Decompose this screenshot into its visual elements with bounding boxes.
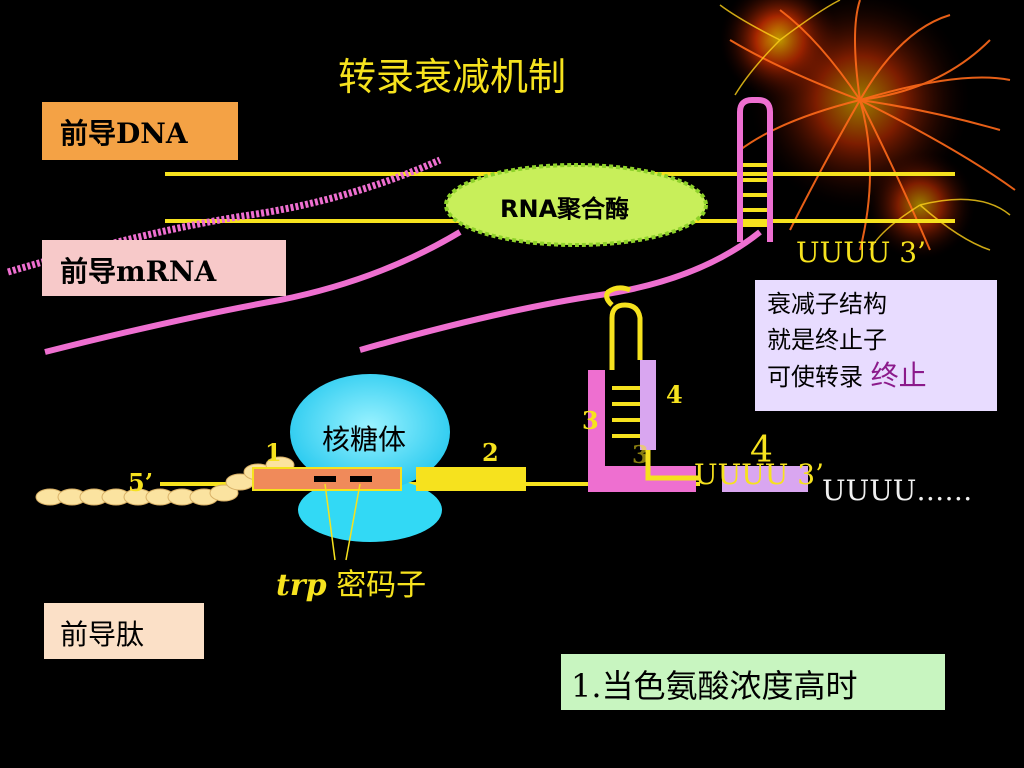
note-highlight: 终止 (870, 359, 927, 392)
region-3-faint-label: 3 (632, 440, 649, 469)
ribosome-large-subunit (290, 374, 450, 490)
uuuu-tail-label: UUUU…… (822, 474, 973, 507)
ribosome-label: 核糖体 (322, 423, 407, 456)
region-1-label: 1 (265, 438, 282, 467)
uuuu-mid-label: UUUU 3’ (694, 458, 825, 491)
leader-dna-label: 前导DNA (42, 102, 238, 160)
attenuator-hairpin-3-4 (588, 285, 808, 492)
codon-text: 密码子 (336, 568, 427, 603)
ribosome-small-subunit (298, 478, 442, 542)
leader-mrna-label: 前导mRNA (42, 240, 286, 296)
note-line-1: 衰减子结构 (767, 290, 887, 318)
terminator-hairpin-top (737, 97, 773, 242)
trp-codon-label: trp 密码子 (276, 560, 426, 604)
slide-title: 转录衰减机制 (338, 55, 567, 99)
trp-codon-marks (314, 476, 372, 561)
region-3-label: 3 (582, 406, 599, 435)
attenuator-note: 衰减子结构 就是终止子 可使转录 终止 (755, 280, 997, 411)
mrna-strand-2 (44, 229, 462, 355)
region-4-label: 4 (666, 380, 683, 409)
note-line-2: 就是终止子 (767, 326, 887, 354)
uuuu-top-label: UUUU 3’ (796, 236, 927, 269)
firework-decoration (719, 0, 1016, 260)
note-line-3-prefix: 可使转录 (767, 363, 863, 391)
region-2-label: 2 (482, 438, 499, 467)
five-prime-label: 5’ (128, 468, 154, 497)
trp-italic: trp (276, 568, 327, 603)
note-line-3: 可使转录 终止 (767, 358, 997, 395)
condition-label: 1.当色氨酸浓度高时 (561, 654, 945, 710)
region-4-large-label: 4 (750, 430, 773, 471)
rna-polymerase-label: RNA聚合酶 (500, 195, 630, 223)
mrna-strand-3 (359, 229, 762, 353)
region-2-box (416, 467, 526, 491)
rna-polymerase (444, 163, 708, 247)
leader-peptide-label: 前导肽 (44, 603, 204, 659)
